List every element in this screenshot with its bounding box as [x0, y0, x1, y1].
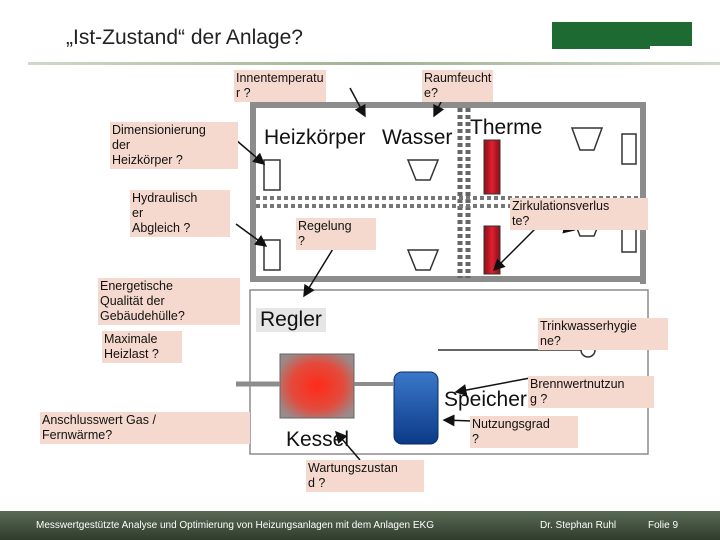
radiator-icon	[263, 159, 281, 191]
left-pipe	[250, 102, 256, 282]
label-hydraulisch: Hydraulisch er Abgleich ?	[130, 190, 230, 237]
arrow	[454, 377, 531, 396]
arrow	[235, 139, 266, 165]
label-speicher: Speicher	[444, 388, 527, 411]
label-maximale-heizlast: Maximale Heizlast ?	[102, 331, 182, 363]
label-innentemperatur: Innentemperatu r ?	[234, 70, 326, 102]
arrow	[492, 221, 543, 272]
label-wasser: Wasser	[382, 126, 453, 149]
radiator-icon	[621, 133, 637, 165]
therme-unit	[483, 139, 501, 195]
label-raumfeuchte: Raumfeucht e?	[422, 70, 494, 102]
arrow	[335, 430, 361, 461]
label-zirkulation: Zirkulationsverlus te?	[510, 198, 648, 230]
bottom-pipe	[250, 276, 646, 282]
footer-bar	[0, 511, 720, 540]
label-trinkwasser: Trinkwasserhygie ne?	[538, 318, 668, 350]
label-kessel: Kessel	[286, 428, 350, 451]
logo-underline	[552, 44, 650, 49]
logo-bar	[552, 22, 692, 46]
label-energetisch: Energetische Qualität der Gebäudehülle?	[98, 278, 240, 325]
right-pipe	[640, 102, 646, 284]
label-regelung: Regelung ?	[296, 218, 376, 250]
top-pipe	[250, 102, 646, 108]
label-regler: Regler	[256, 308, 326, 332]
label-nutzungsgrad: Nutzungsgrad ?	[470, 416, 578, 448]
radiator-icon	[263, 239, 281, 271]
footer-text: Messwertgestützte Analyse und Optimierun…	[36, 520, 434, 531]
fixture-icon	[406, 249, 440, 271]
footer-author: Dr. Stephan Ruhl	[540, 520, 617, 531]
fixture-icon	[406, 159, 440, 181]
arrow	[349, 87, 366, 118]
label-brennwert: Brennwertnutzun g ?	[528, 376, 654, 408]
arrow	[303, 243, 337, 298]
label-dimensionierung: Dimensionierung der Heizkörper ?	[110, 122, 238, 169]
storage-tank	[393, 371, 439, 445]
arrow	[235, 223, 268, 247]
label-anschlusswert: Anschlusswert Gas / Fernwärme?	[40, 412, 250, 444]
footer-slide-number: Folie 9	[648, 520, 679, 531]
fixture-icon	[570, 127, 604, 151]
label-heizkoerper: Heizkörper	[264, 126, 366, 149]
slide-title: „Ist-Zustand“ der Anlage?	[66, 26, 303, 49]
label-wartungszustand: Wartungszustan d ?	[306, 460, 424, 492]
boiler	[279, 353, 355, 419]
label-therme: Therme	[470, 116, 543, 139]
title-divider	[28, 62, 720, 65]
